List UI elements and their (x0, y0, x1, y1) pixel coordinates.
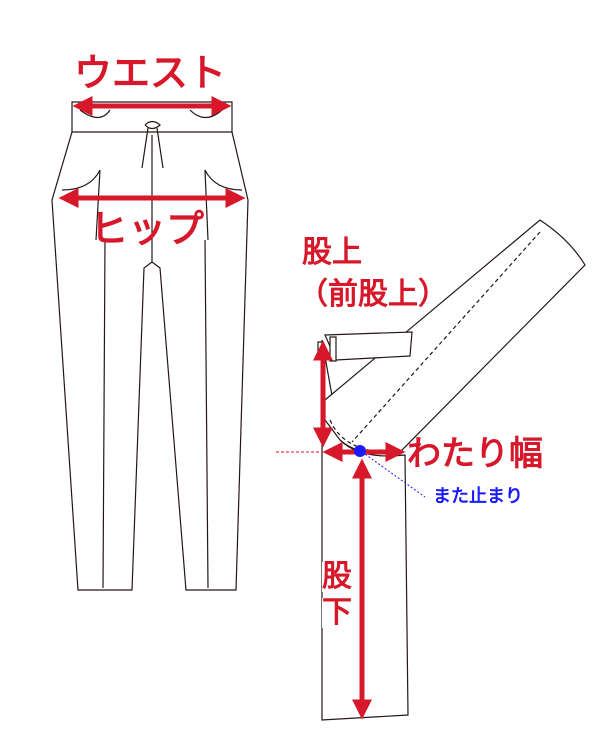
crotch-point-label: また止まり (433, 486, 523, 507)
front-pants-outline (51, 101, 249, 591)
front-rise-label: （前股上） (298, 277, 448, 312)
inseam-label-1: 股 (322, 559, 352, 594)
waist-label: ウエスト (74, 51, 227, 95)
measurement-arrows (58, 96, 406, 720)
crotch-point-leader (361, 451, 426, 498)
crotch-point-dot (354, 445, 366, 457)
thigh-width-label: わたり幅 (407, 434, 543, 474)
rise-label: 股上 (302, 235, 362, 270)
hip-label: ヒップ (90, 207, 205, 251)
inseam-label-2: 下 (322, 595, 352, 630)
